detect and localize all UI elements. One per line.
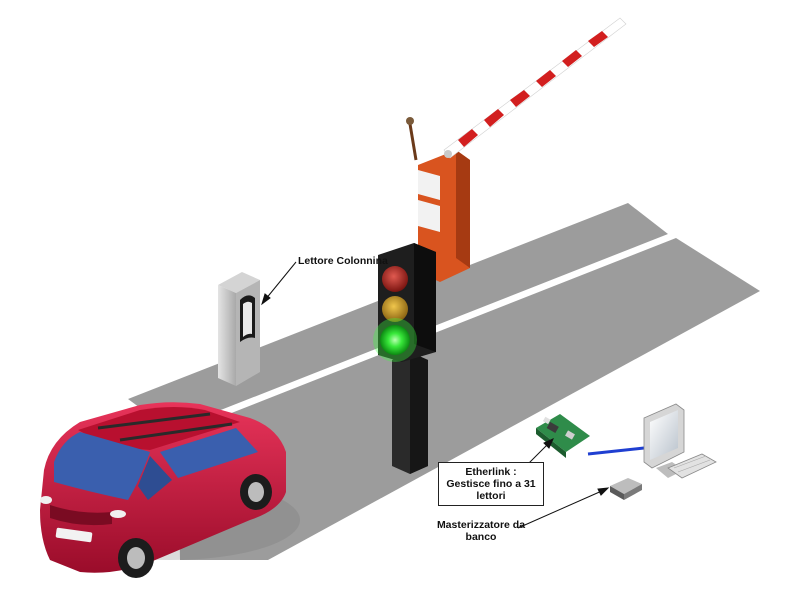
desk-writer-device xyxy=(610,478,642,500)
etherlink-label-line3: lettori xyxy=(476,490,506,502)
column-reader-label: Lettore Colonnina xyxy=(298,255,388,267)
etherlink-label: Etherlink : Gestisce fino a 31 lettori xyxy=(438,462,544,506)
red-car xyxy=(40,402,300,578)
barrier-lamp xyxy=(406,117,414,125)
column-reader xyxy=(218,272,260,386)
desk-writer-label: Masterizzatore da banco xyxy=(426,519,536,543)
barrier-gate xyxy=(406,17,627,282)
desk-writer-label-line1: Masterizzatore da xyxy=(436,519,526,531)
desk-writer-label-line2: banco xyxy=(465,531,497,543)
etherlink-board xyxy=(536,414,590,458)
keyboard xyxy=(667,453,717,479)
arrow-desk-writer xyxy=(517,489,605,529)
etherlink-label-line1: Etherlink : xyxy=(465,466,517,478)
network-cable xyxy=(587,446,645,456)
arrow-column-reader xyxy=(264,261,297,301)
amber-light xyxy=(382,296,408,322)
traffic-light xyxy=(373,243,436,474)
callout-arrows xyxy=(261,261,610,529)
etherlink-label-line2: Gestisce fino a 31 xyxy=(446,478,536,490)
barrier-arm xyxy=(443,17,627,159)
computer xyxy=(643,403,717,479)
road-lane-lower xyxy=(178,238,760,560)
green-light xyxy=(380,325,410,355)
red-light xyxy=(382,266,408,292)
